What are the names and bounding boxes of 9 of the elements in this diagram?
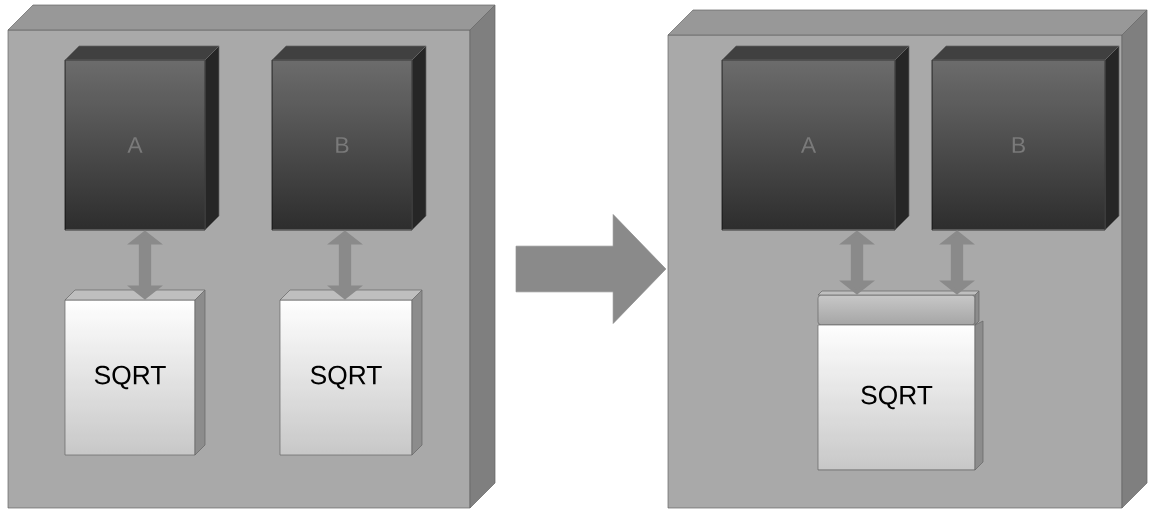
arrow bbox=[327, 230, 363, 300]
connector-bar bbox=[817, 290, 980, 326]
arrow bbox=[839, 230, 875, 295]
arrow bbox=[127, 230, 163, 300]
arrow bbox=[939, 230, 975, 295]
sqrt-box: SQRT bbox=[817, 320, 984, 471]
sqrt-box: SQRT bbox=[279, 289, 423, 456]
arrow bbox=[515, 214, 667, 324]
sqrt-box: SQRT bbox=[64, 289, 206, 456]
